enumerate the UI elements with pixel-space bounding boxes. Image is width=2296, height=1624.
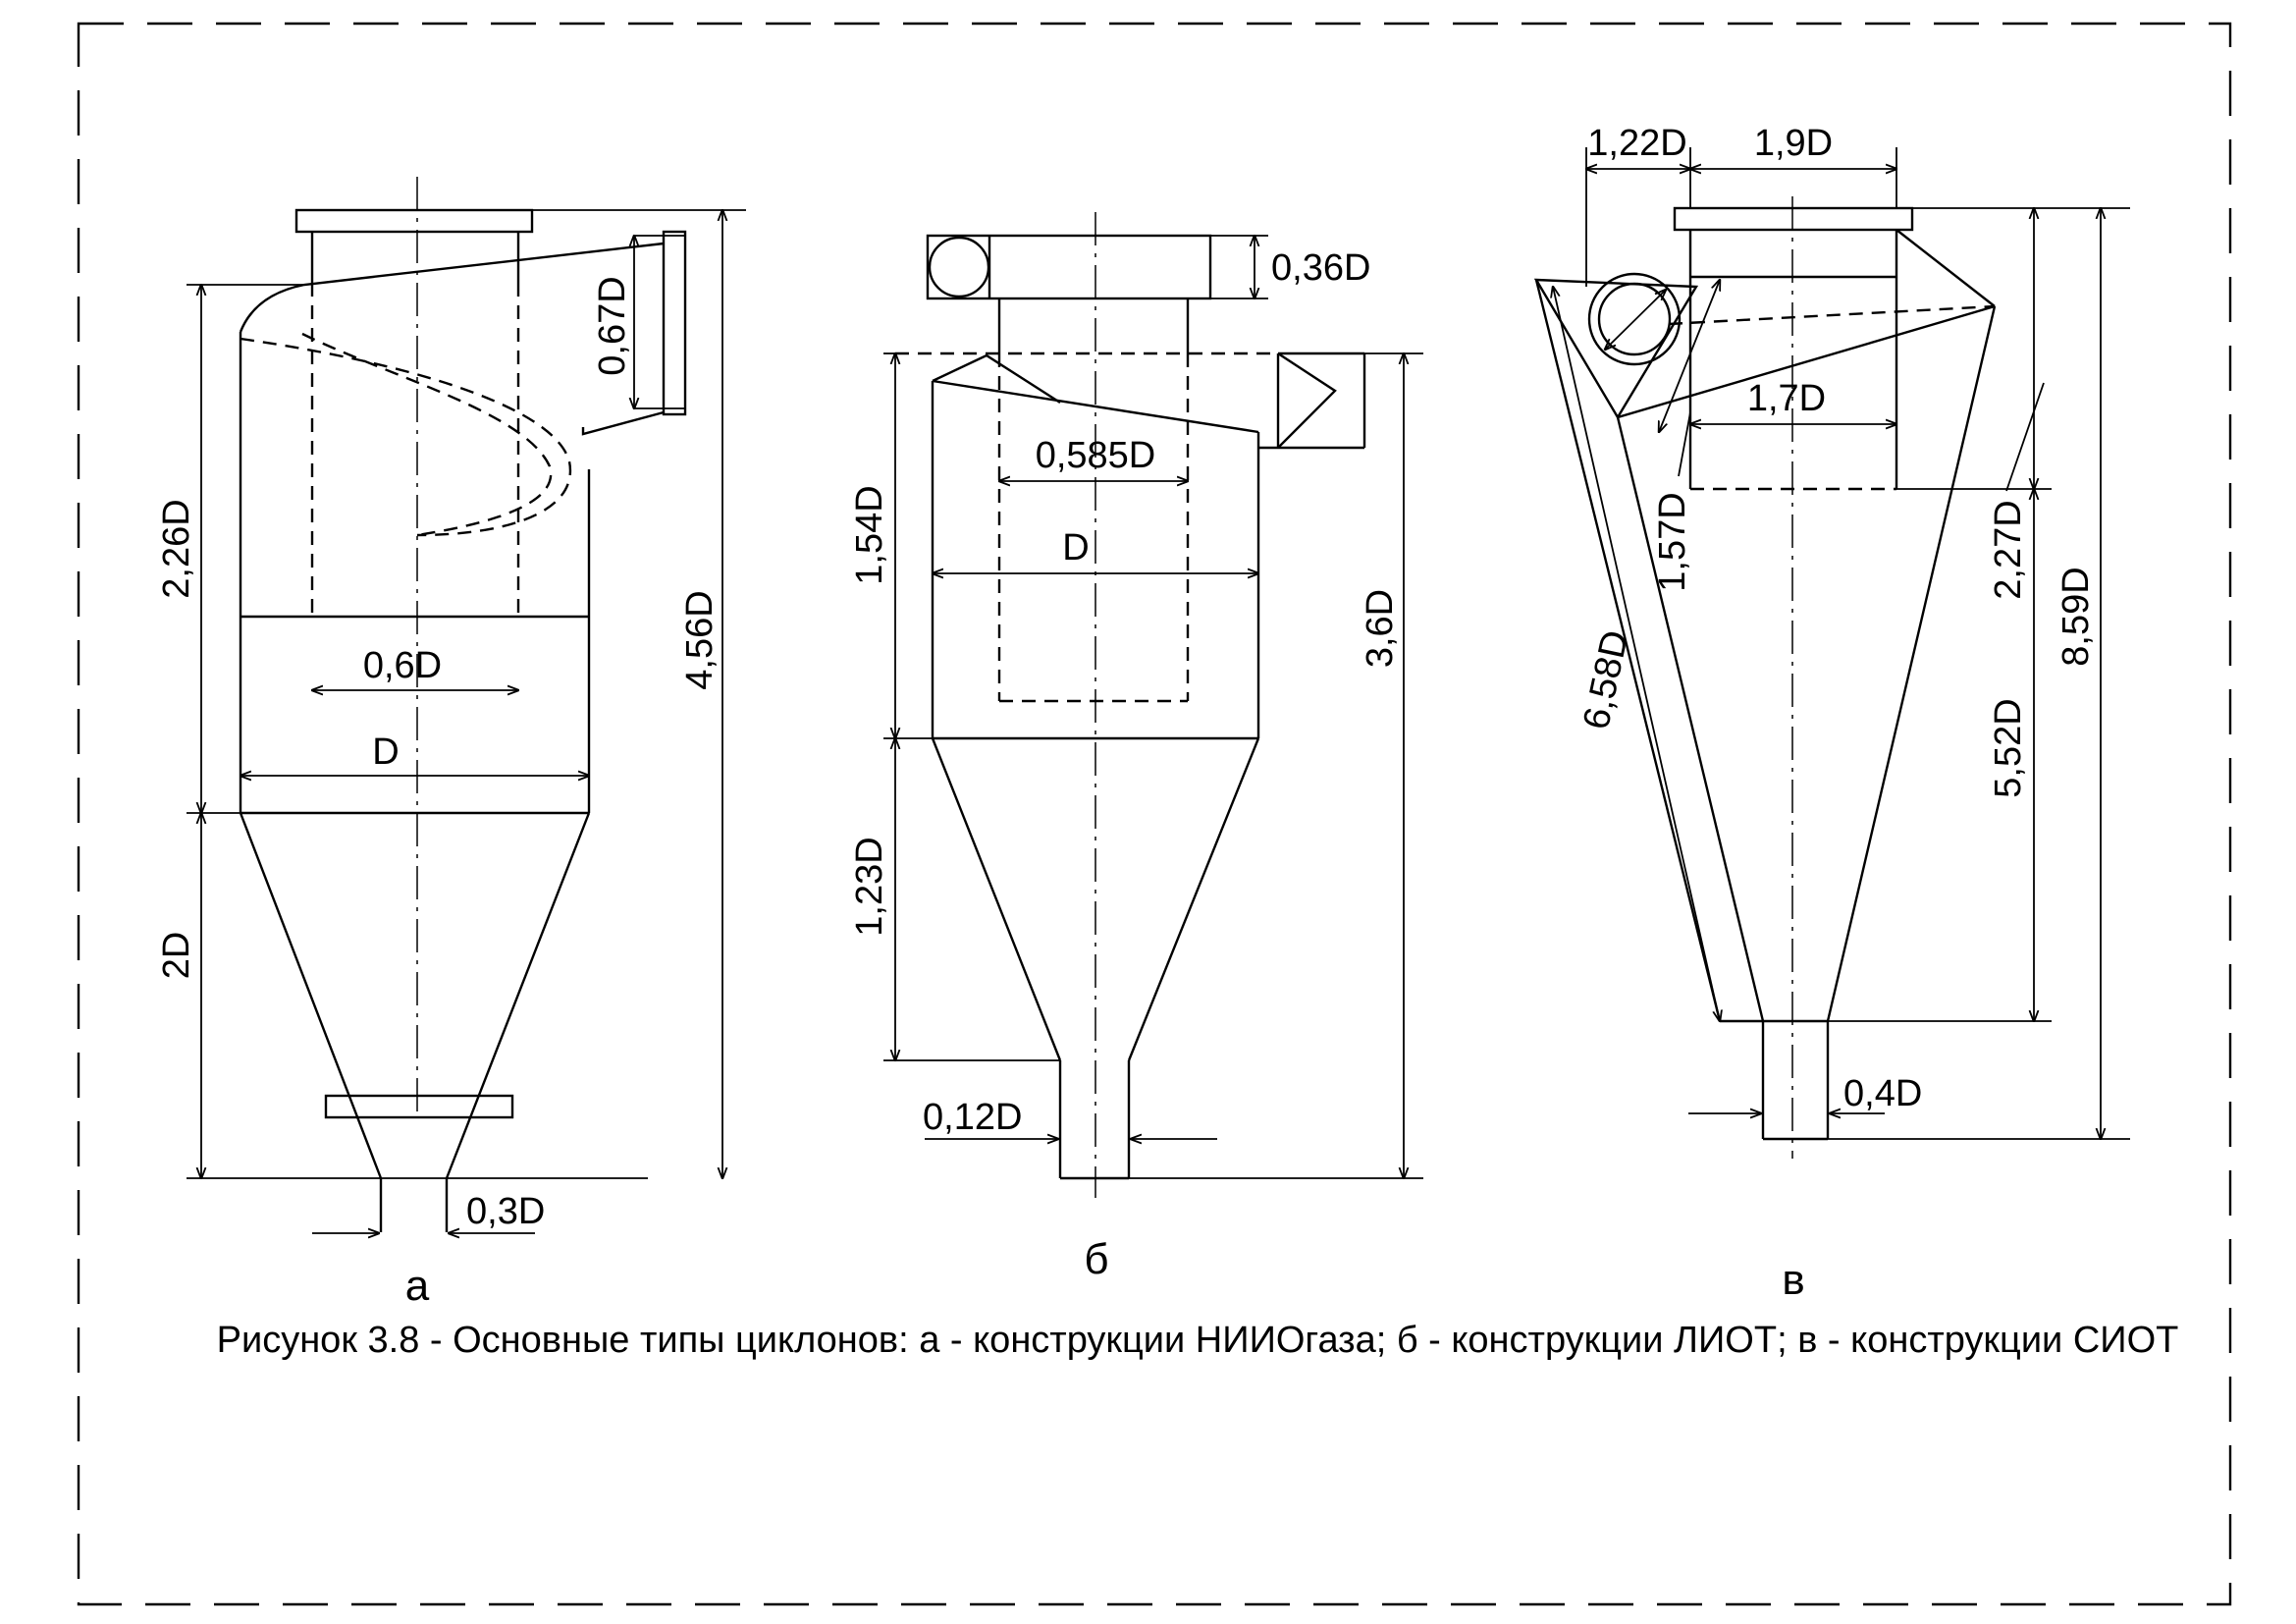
cyclone-c-label: в — [1782, 1256, 1804, 1304]
dim-b-exhaust-pipe: 0,585D — [1036, 435, 1156, 476]
dim-c-dust-outlet: 0,4D — [1843, 1073, 1922, 1114]
dim-b-body-height: 1,54D — [849, 485, 890, 584]
dim-b-total-height: 3,6D — [1360, 589, 1401, 668]
dim-c-flange-width: 1,9D — [1754, 123, 1833, 164]
cyclone-b-header — [926, 234, 1212, 300]
cyclone-b-header-duct — [928, 236, 990, 298]
dim-a-inlet-height: 0,67D — [592, 276, 633, 375]
dim-c-lower-height: 5,52D — [1988, 698, 2029, 797]
dim-a-diameter: D — [372, 731, 399, 773]
dim-c-inlet-offset: 1,22D — [1587, 123, 1686, 164]
cyclone-a-cone-flange — [324, 1094, 514, 1119]
dim-c-exhaust-pipe: 1,7D — [1747, 378, 1826, 419]
cyclone-c-side-dim-line — [1553, 287, 1720, 1021]
cyclone-a-top-flange — [294, 208, 534, 234]
cyclone-c-drawing — [1533, 147, 2130, 1159]
cyclone-c-inlet-outer — [1587, 272, 1682, 366]
dim-a-cone-height: 2D — [156, 932, 197, 980]
cyclone-b-drawing — [883, 212, 1423, 1198]
cyclone-a-label: а — [405, 1262, 430, 1310]
sheet-frame — [77, 22, 2232, 1606]
dim-b-dust-outlet: 0,12D — [923, 1097, 1022, 1138]
dim-a-total-height: 4,56D — [679, 590, 721, 689]
cyclone-b-label: б — [1084, 1235, 1108, 1283]
dim-a-dust-outlet: 0,3D — [466, 1191, 545, 1232]
dim-b-header: 0,36D — [1271, 247, 1370, 289]
cyclone-a-drawing — [187, 177, 746, 1233]
dim-a-exhaust-pipe: 0,6D — [363, 645, 442, 686]
dim-c-inlet-diameter: 1,57D — [1652, 492, 1693, 591]
cyclone-a-inlet-flange — [662, 230, 687, 416]
dim-c-side-length: 6,58D — [1575, 627, 1636, 733]
dim-b-diameter: D — [1062, 527, 1089, 568]
dim-c-total-height: 8,59D — [2056, 567, 2097, 666]
dim-b-cone-height: 1,23D — [849, 837, 890, 936]
dim-c-upper-height: 2,27D — [1988, 500, 2029, 599]
figure-caption: Рисунок 3.8 - Основные типы циклонов: а … — [217, 1320, 2179, 1361]
dim-a-body-height: 2,26D — [156, 499, 197, 598]
cyclone-c-top-flange — [1673, 206, 1914, 232]
